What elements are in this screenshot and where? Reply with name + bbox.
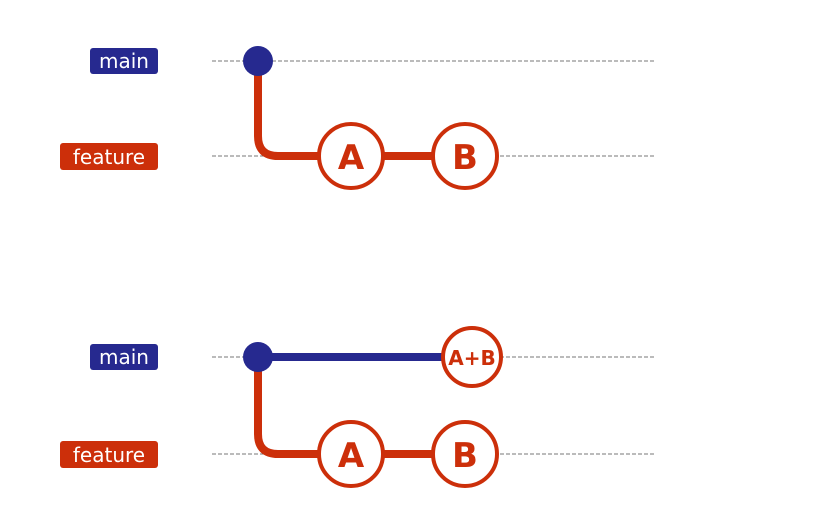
commit-node-b: B (431, 122, 499, 190)
branch-label-main: main (90, 344, 158, 370)
branch-label-feature: feature (60, 441, 158, 468)
commit-node-merged-text: A+B (448, 346, 495, 370)
commit-node-b-text: B (452, 138, 478, 178)
branch-label-main-text: main (99, 49, 149, 73)
feature-branch-curve (254, 61, 318, 160)
main-commit (243, 46, 273, 76)
diagram-after-squash: main feature A+B A B (60, 326, 656, 488)
branch-label-main-text: main (99, 345, 149, 369)
commit-node-a: A (317, 122, 385, 190)
commit-node-a-text: A (338, 436, 365, 476)
commit-node-b-text: B (452, 436, 478, 476)
commit-node-a-text: A (338, 138, 365, 178)
commit-node-merged: A+B (441, 326, 503, 388)
commit-node-b: B (431, 420, 499, 488)
branch-label-feature: feature (60, 143, 158, 170)
main-commit (243, 342, 273, 372)
feature-branch-curve (254, 357, 318, 458)
branch-label-main: main (90, 48, 158, 74)
commit-node-a: A (317, 420, 385, 488)
diagram-before-squash: main feature A B (60, 46, 656, 190)
branch-label-feature-text: feature (73, 443, 145, 467)
branch-label-feature-text: feature (73, 145, 145, 169)
